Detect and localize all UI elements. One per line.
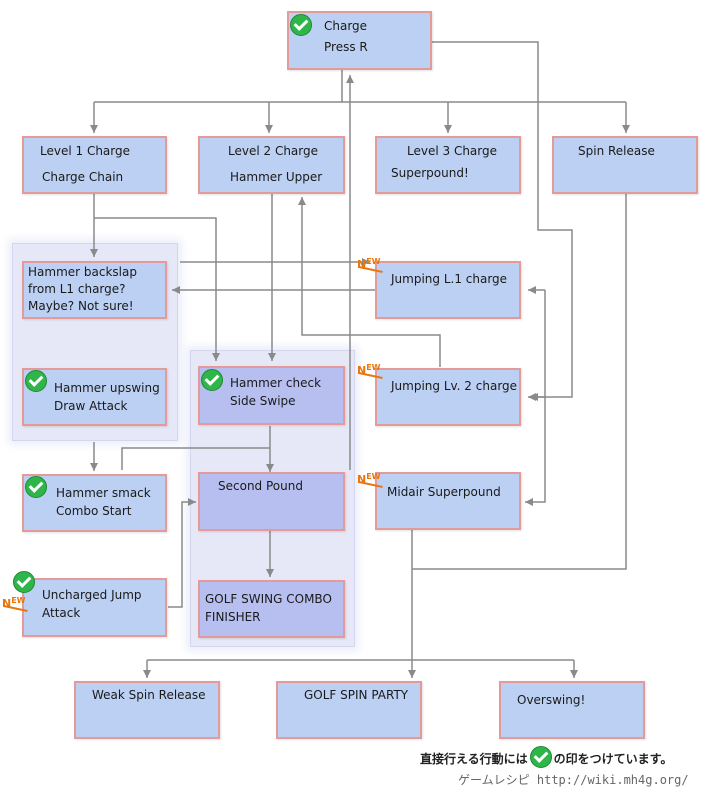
node-hammer-check-line2: Side Swipe	[230, 394, 296, 408]
node-golf-party-line1: GOLF SPIN PARTY	[304, 688, 409, 702]
node-jump-l1: Jumping L.1 charge	[375, 261, 521, 319]
check-icon	[13, 571, 35, 593]
edge-smack-to-second	[121, 447, 270, 470]
node-jump-l1-line1: Jumping L.1 charge	[391, 272, 508, 286]
new-badge-ew: EW	[366, 472, 381, 481]
credit-site: ゲームレシピ	[458, 773, 530, 787]
legend-text-before: 直接行える行動には	[420, 752, 528, 766]
node-midair-line1: Midair Superpound	[387, 485, 501, 499]
node-jump-l2-line1: Jumping Lv. 2 charge	[391, 379, 518, 393]
node-level1-line2: Charge Chain	[42, 170, 124, 184]
node-uncharged-jump: Uncharged Jump Attack	[22, 578, 167, 637]
node-uncharged-jump-line1: Uncharged Jump	[42, 588, 142, 602]
node-backslap: Hammer backslap from L1 charge? Maybe? N…	[22, 261, 167, 319]
new-badge: NEW	[357, 471, 383, 488]
check-icon	[290, 14, 312, 36]
credit-line: ゲームレシピ http://wiki.mh4g.org/	[458, 771, 689, 788]
node-upswing-line1: Hammer upswing	[54, 381, 160, 395]
node-overswing: Overswing!	[499, 681, 645, 739]
new-badge-n: N	[2, 597, 12, 610]
node-level2-line2: Hammer Upper	[230, 170, 323, 184]
node-level3-line1: Level 3 Charge	[407, 144, 497, 158]
new-badge: NEW	[357, 362, 383, 379]
node-golf-finisher-line2: FINISHER	[205, 610, 261, 624]
edge-uncharged-to-second	[168, 498, 196, 608]
node-backslap-line3: Maybe? Not sure!	[28, 299, 134, 313]
new-badge: NEW	[357, 256, 383, 273]
node-weak-spin-release: Weak Spin Release	[74, 681, 220, 739]
node-overswing-line1: Overswing!	[517, 693, 586, 707]
node-hammer-smack-line2: Combo Start	[56, 504, 132, 518]
edge-level1-to-check	[94, 217, 220, 361]
node-level2-line1: Level 2 Charge	[228, 144, 318, 158]
node-level3-line2: Superpound!	[391, 166, 469, 180]
node-upswing-line2: Draw Attack	[54, 399, 128, 413]
check-icon	[25, 370, 47, 392]
legend-text-after: の印をつけています。	[553, 752, 673, 766]
node-level1: Level 1 Charge Charge Chain	[22, 136, 167, 194]
node-spin-release-line1: Spin Release	[578, 144, 655, 158]
new-badge-ew: EW	[11, 596, 26, 605]
check-icon	[529, 746, 552, 768]
node-golf-finisher: GOLF SWING COMBO FINISHER	[198, 580, 345, 638]
edge-jump-l2-to-level2	[298, 197, 441, 367]
node-level1-line1: Level 1 Charge	[40, 144, 130, 158]
check-icon	[201, 369, 223, 391]
node-weak-spin-line1: Weak Spin Release	[92, 688, 206, 702]
node-charge-line2: Press R	[324, 40, 368, 54]
node-charge-line1: Charge	[324, 19, 368, 33]
node-backslap-line1: Hammer backslap	[28, 265, 137, 279]
node-hammer-check-line1: Hammer check	[230, 376, 322, 390]
edge-right-rail	[525, 290, 546, 506]
node-golf-finisher-line1: GOLF SWING COMBO	[205, 592, 332, 606]
check-icon	[25, 476, 47, 498]
node-level3: Level 3 Charge Superpound!	[375, 136, 521, 194]
edge-spin-release-down	[412, 194, 627, 570]
node-hammer-smack-line1: Hammer smack	[56, 486, 151, 500]
node-spin-release: Spin Release	[552, 136, 698, 194]
edge-charge-to-jump-l2	[432, 41, 573, 401]
node-golf-spin-party: GOLF SPIN PARTY	[276, 681, 422, 739]
node-backslap-line2: from L1 charge?	[28, 282, 126, 296]
node-second-pound: Second Pound	[198, 472, 345, 531]
legend-note: 直接行える行動には の印をつけています。	[420, 746, 672, 768]
new-badge: NEW	[2, 595, 28, 612]
node-uncharged-jump-line2: Attack	[42, 606, 81, 620]
new-badge-ew: EW	[366, 257, 381, 266]
new-badge-n: N	[357, 364, 367, 377]
credit-url: http://wiki.mh4g.org/	[536, 773, 689, 787]
new-badge-n: N	[357, 473, 367, 486]
new-badge-n: N	[357, 258, 367, 271]
new-badge-ew: EW	[366, 363, 381, 372]
node-level2: Level 2 Charge Hammer Upper	[198, 136, 345, 194]
node-second-pound-line1: Second Pound	[218, 479, 303, 493]
node-jump-l2: Jumping Lv. 2 charge	[375, 368, 521, 426]
edge-charge-to-levels	[94, 70, 626, 103]
node-midair-superpound: Midair Superpound	[375, 472, 521, 530]
